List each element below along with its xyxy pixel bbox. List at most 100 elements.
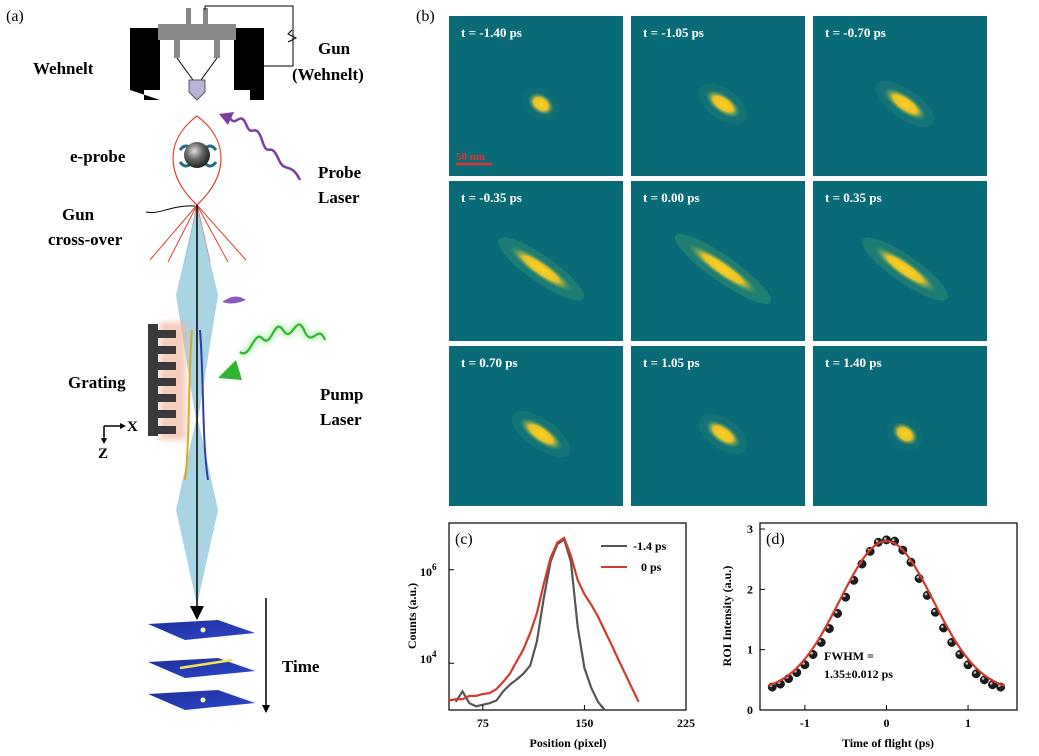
chart-c-line-series-1 bbox=[454, 537, 606, 711]
tile-time-label: t = 0.35 ps bbox=[825, 190, 882, 205]
gun-label: Gun bbox=[318, 39, 351, 58]
electron-spot bbox=[873, 246, 937, 292]
chart-d-point-highlight bbox=[949, 639, 952, 643]
tile-time-label: t = -1.05 ps bbox=[643, 25, 704, 40]
wehnelt-left-electrode bbox=[130, 28, 160, 100]
chart-c-ylabel: Counts (a.u.) bbox=[405, 583, 419, 649]
chart-c-xtick-label: 150 bbox=[575, 716, 593, 730]
beam-arrowhead bbox=[190, 606, 204, 620]
image-tile: t = 1.05 ps bbox=[631, 346, 805, 506]
chart-d-xtick-label: 1 bbox=[965, 716, 971, 730]
probe-label-2: Laser bbox=[318, 188, 360, 207]
tile-time-label: t = -0.70 ps bbox=[825, 25, 886, 40]
image-tile: t = -1.05 ps bbox=[631, 16, 805, 176]
probe-pulse bbox=[222, 296, 246, 304]
image-tile: t = 0.70 ps bbox=[449, 346, 623, 506]
gun-post-left bbox=[174, 40, 180, 58]
chart-d-point-highlight bbox=[883, 537, 887, 540]
crossover-label-2: cross-over bbox=[48, 230, 123, 249]
fwhm-annotation-2: 1.35±0.012 ps bbox=[824, 667, 893, 681]
chart-d-point-highlight bbox=[834, 610, 838, 614]
chart-d-ylabel: ROI Intensity (a.u.) bbox=[720, 566, 734, 667]
crossover-label-1: Gun bbox=[62, 205, 95, 224]
probe-laser-wave bbox=[228, 117, 302, 181]
chart-c-line-series-2 bbox=[448, 536, 640, 703]
electron-spot bbox=[509, 246, 573, 292]
chart-c-xlabel: Position (pixel) bbox=[530, 736, 607, 750]
pump-laser-wave bbox=[239, 323, 327, 355]
tile-time-label: t = 0.00 ps bbox=[643, 190, 700, 205]
time-arrowhead bbox=[262, 705, 270, 713]
gun-plate bbox=[158, 24, 236, 40]
chart-d-xtick-label: 0 bbox=[883, 716, 889, 730]
image-tile: t = -1.40 ps bbox=[449, 16, 623, 176]
eprobe-sphere bbox=[184, 142, 210, 168]
chart-d-point-highlight bbox=[965, 662, 969, 665]
chart-d-point-highlight bbox=[843, 594, 846, 598]
electron-spot bbox=[892, 422, 918, 446]
chart-d-point-highlight bbox=[924, 592, 928, 596]
xz-axes-arrows bbox=[101, 423, 126, 444]
chart-c-series bbox=[448, 536, 640, 711]
chart-d-fit-curve bbox=[767, 539, 1006, 687]
chart-c-xtick-label: 225 bbox=[677, 716, 695, 730]
chart-d-point-highlight bbox=[940, 625, 944, 628]
tile-time-label: t = 1.40 ps bbox=[825, 355, 882, 370]
panel-b-label: (b) bbox=[416, 8, 435, 25]
panel-a-label: (a) bbox=[6, 8, 24, 25]
crossover-pointer bbox=[145, 205, 196, 214]
chart-d-ytick-label: 1 bbox=[747, 643, 753, 657]
pump-label-2: Laser bbox=[320, 410, 362, 429]
chart-c-xtick-label: 75 bbox=[477, 716, 489, 730]
gun-wehnelt-label: (Wehnelt) bbox=[292, 65, 364, 84]
electron-spot bbox=[705, 419, 741, 449]
panel-c: (c) 75 150 225 104 106 Position (pixel) Co… bbox=[405, 522, 695, 750]
eprobe-label: e-probe bbox=[70, 147, 126, 166]
grating-teeth bbox=[158, 330, 176, 434]
chart-d-point-highlight bbox=[818, 639, 822, 643]
chart-d-marks bbox=[767, 535, 1006, 692]
trajectory-blue bbox=[199, 329, 209, 481]
axis-z-label: Z bbox=[98, 446, 108, 462]
chart-d-point-highlight bbox=[973, 671, 977, 674]
chart-d-xlabel: Time of flight (ps) bbox=[842, 736, 934, 750]
trajectory-yellow bbox=[184, 329, 193, 481]
axis-x-label: X bbox=[127, 419, 138, 435]
gun-tip bbox=[188, 79, 206, 101]
gun-pin-right bbox=[203, 8, 208, 26]
chart-d-point bbox=[882, 535, 891, 545]
chart-c-ytick-1e6: 106 bbox=[420, 562, 437, 579]
pump-label-1: Pump bbox=[320, 385, 363, 404]
chart-d-point-highlight bbox=[981, 677, 985, 680]
chart-d-panel-label: (d) bbox=[766, 531, 785, 548]
chart-d-point-highlight bbox=[989, 682, 993, 685]
chart-c-xticks: 75 150 225 bbox=[449, 569, 695, 730]
tile-time-label: t = -1.40 ps bbox=[461, 25, 522, 40]
probe-label-1: Probe bbox=[318, 163, 362, 182]
chart-d-xtick-label: -1 bbox=[800, 716, 810, 730]
probe-laser-arrow bbox=[219, 112, 234, 125]
chart-c-frame bbox=[448, 522, 687, 711]
electron-spot bbox=[883, 87, 927, 121]
electron-spot bbox=[528, 92, 554, 116]
time-screens bbox=[148, 620, 255, 710]
panel-b: (b) t = -1.40 ps t = -1.05 ps t = -0.70 ps… bbox=[416, 8, 987, 506]
electron-spot bbox=[687, 243, 759, 295]
wehnelt-label: Wehnelt bbox=[33, 59, 94, 78]
fwhm-annotation-1: FWHM = bbox=[824, 649, 874, 663]
chart-d-point-highlight bbox=[875, 539, 879, 543]
chart-c-panel-label: (c) bbox=[455, 531, 473, 548]
chart-d-ytick-label: 2 bbox=[747, 582, 753, 596]
wehnelt-right-electrode bbox=[234, 28, 264, 100]
chart-c-ytick-1e4: 104 bbox=[420, 649, 437, 666]
gun-pin-left bbox=[186, 8, 191, 26]
chart-d-ytick-label: 3 bbox=[747, 522, 753, 536]
panel-a: (a) Wehnelt Gun (Wehnelt) bbox=[6, 5, 364, 713]
image-tile: t = -0.70 ps bbox=[813, 16, 987, 176]
pump-laser-arrow bbox=[218, 360, 242, 380]
chart-d-point-highlight bbox=[826, 625, 830, 629]
chart-d-frame bbox=[759, 522, 1018, 711]
electron-spot bbox=[519, 417, 563, 451]
